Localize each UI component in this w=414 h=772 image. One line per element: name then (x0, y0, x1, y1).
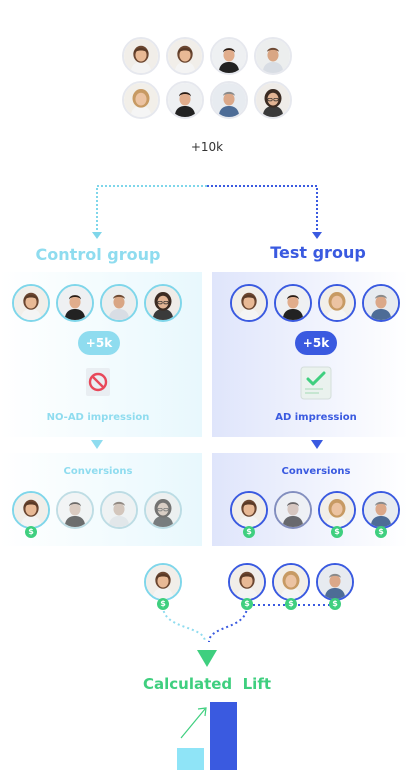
avatar (228, 563, 266, 601)
avatar (166, 81, 204, 119)
avatar (166, 37, 204, 75)
avatar (254, 37, 292, 75)
avatar (12, 491, 50, 529)
test-conversions-label: Conversions (281, 466, 351, 477)
avatar (318, 491, 356, 529)
dollar-badge: $ (25, 526, 37, 538)
merge-connector (162, 604, 330, 667)
avatar (274, 491, 312, 529)
dollar-badge: $ (375, 526, 387, 538)
ad-impression-label: AD impression (275, 412, 357, 423)
control-down-arrow (91, 440, 103, 449)
dollar-badge: $ (243, 526, 255, 538)
test-count-badge: +5k (295, 331, 337, 355)
avatar (144, 491, 182, 529)
dollar-badge: $ (241, 598, 253, 610)
avatar (122, 37, 160, 75)
dollar-badge: $ (285, 598, 297, 610)
dollar-badge: $ (329, 598, 341, 610)
avatar (362, 284, 400, 322)
control-result-bar (177, 748, 204, 770)
avatar (56, 284, 94, 322)
avatar (56, 491, 94, 529)
avatar (254, 81, 292, 119)
dollar-badge: $ (331, 526, 343, 538)
lift-arrow-icon (180, 707, 207, 739)
dollar-badge: $ (157, 598, 169, 610)
control-group-title: Control group (35, 245, 161, 264)
avatar (318, 284, 356, 322)
control-count-badge: +5k (78, 331, 120, 355)
avatar (100, 284, 138, 322)
calculated-lift-title: Calculated Lift (142, 675, 272, 693)
avatar (362, 491, 400, 529)
avatar (122, 81, 160, 119)
split-connector (92, 185, 322, 239)
avatar (272, 563, 310, 601)
no-ad-impression-label: NO-AD impression (46, 412, 150, 423)
test-down-arrow (311, 440, 323, 449)
avatar (210, 37, 248, 75)
avatar (316, 563, 354, 601)
avatar (12, 284, 50, 322)
avatar (144, 563, 182, 601)
test-group-title: Test group (270, 243, 366, 262)
no-ad-icon (86, 368, 110, 396)
avatar (210, 81, 248, 119)
total-count-label: +10k (190, 140, 224, 154)
avatar (230, 284, 268, 322)
avatar (230, 491, 268, 529)
avatar (274, 284, 312, 322)
avatar (100, 491, 138, 529)
avatar (144, 284, 182, 322)
test-result-bar (210, 702, 237, 770)
control-conversions-label: Conversions (63, 466, 133, 477)
ad-check-icon (300, 366, 332, 400)
